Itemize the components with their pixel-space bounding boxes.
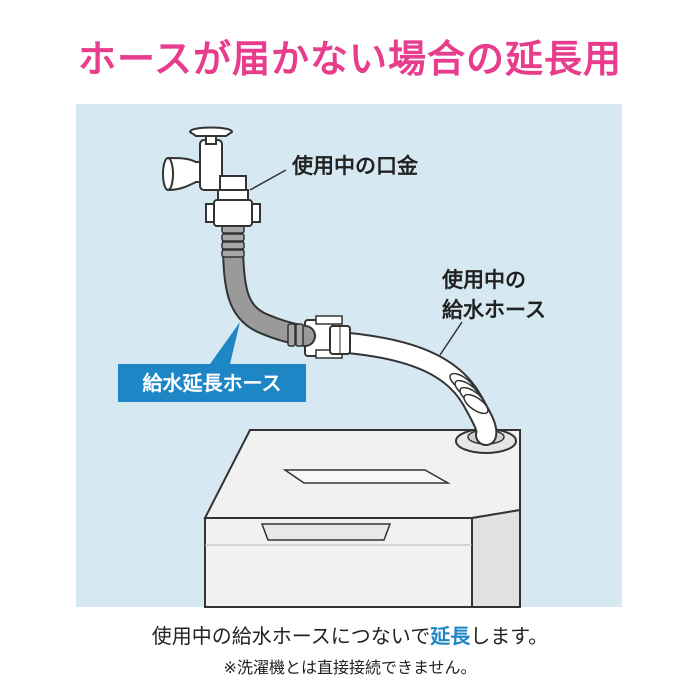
washing-machine bbox=[203, 429, 521, 608]
faucet bbox=[162, 126, 247, 192]
faucet-fitting bbox=[205, 189, 261, 227]
current-hose bbox=[337, 332, 498, 446]
label-current-hose-line2: 給水ホース bbox=[442, 298, 546, 322]
leader-line-fitting bbox=[249, 169, 287, 191]
caption-before: 使用中の給水ホースにつないで bbox=[151, 624, 431, 648]
page-title: ホースが届かない場合の延長用 bbox=[77, 37, 623, 81]
caption-after: します。 bbox=[470, 624, 549, 648]
note: ※洗濯機とは直接接続できません。 bbox=[223, 658, 477, 677]
caption: 使用中の給水ホースにつないで延長します。 bbox=[0, 620, 700, 649]
label-faucet-fitting: 使用中の口金 bbox=[292, 154, 418, 178]
leader-line-current-hose bbox=[439, 321, 463, 356]
extension-hose bbox=[221, 225, 316, 347]
label-extension-hose: 給水延長ホース bbox=[118, 364, 306, 402]
callout-pointer bbox=[210, 322, 240, 364]
label-current-hose-line1: 使用中の bbox=[442, 268, 526, 292]
caption-emphasis: 延長 bbox=[430, 624, 471, 648]
